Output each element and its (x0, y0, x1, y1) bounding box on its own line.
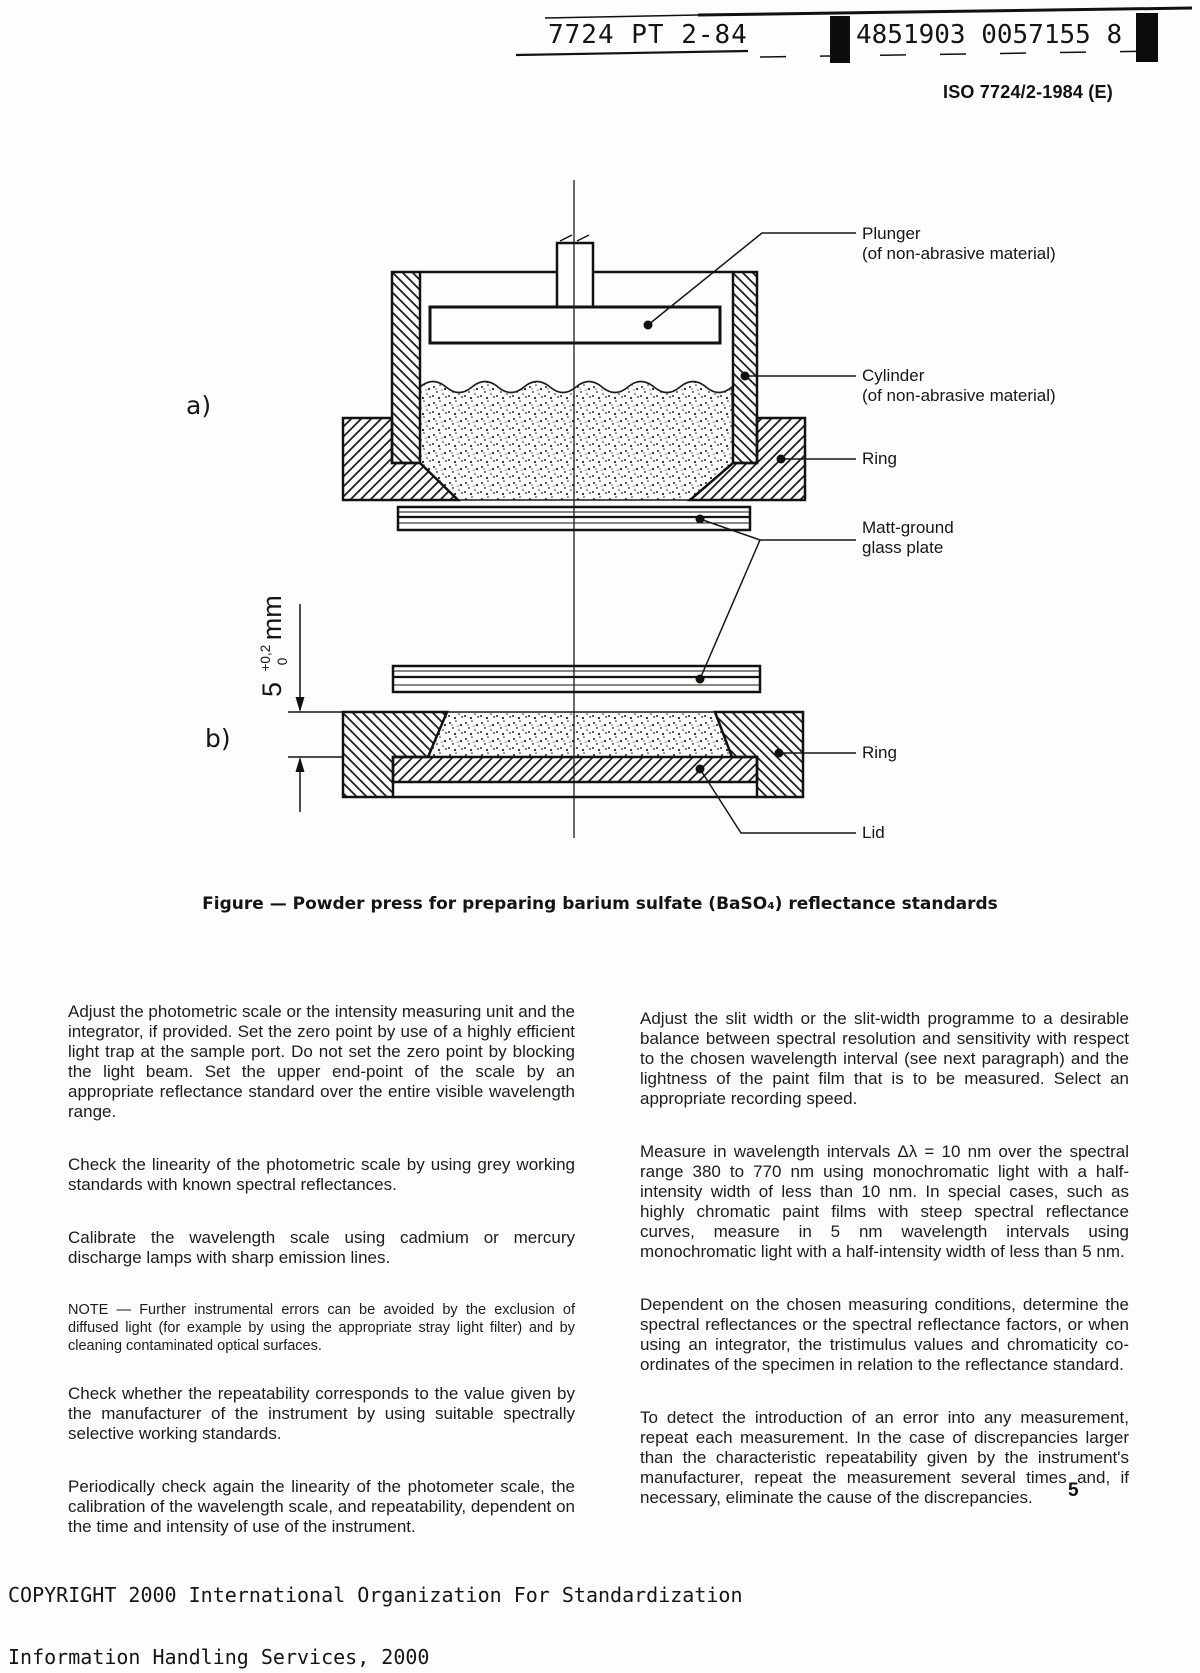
header-standard-ref: ISO 7724/2-1984 (E) (943, 82, 1113, 102)
note-paragraph: NOTE — Further instrumental errors can b… (68, 1302, 575, 1354)
label-plunger-material: (of non-abrasive material) (862, 244, 1056, 263)
figure-caption: Figure — Powder press for preparing bari… (202, 894, 998, 914)
press-view-b (341, 664, 805, 799)
paragraph: Periodically check again the linearity o… (68, 1477, 575, 1536)
dimension-lines (288, 604, 343, 812)
view-a-label: a) (186, 391, 211, 420)
paragraph: Calibrate the wavelength scale using cad… (68, 1228, 575, 1267)
plunger-rod (555, 241, 595, 311)
glass-plate-b (391, 664, 762, 694)
cylinder-wall-left (390, 270, 422, 465)
label-ring-b: Ring (862, 743, 897, 762)
plunger-plate (428, 305, 722, 345)
copyright-line-1: COPYRIGHT 2000 International Organizatio… (8, 1583, 743, 1607)
leader-dots (643, 320, 786, 774)
view-b-label: b) (205, 724, 231, 753)
cylinder-wall-right (731, 270, 759, 465)
footer-page-number: 5 (1068, 1480, 1079, 1501)
scan-mark-right (1136, 13, 1158, 62)
label-glass-plate-1: Matt-ground (862, 518, 954, 537)
header-barcode-number: 4851903 0057155 8 (856, 20, 1123, 50)
dimension-annotation: 5 +0,2 0 mm (246, 595, 293, 697)
paragraph: Adjust the photometric scale or the inte… (68, 1002, 575, 1121)
paragraph: Dependent on the chosen measuring condit… (640, 1295, 1129, 1374)
leader-lines (647, 232, 856, 834)
label-ring-a: Ring (862, 449, 897, 468)
header-doc-code: 7724 PT 2-84 (548, 20, 748, 50)
footer-copyright: COPYRIGHT 2000 International Organizatio… (8, 1580, 743, 1673)
label-plunger: Plunger (862, 224, 921, 243)
copyright-line-2: Information Handling Services, 2000 (8, 1645, 430, 1669)
label-cylinder: Cylinder (862, 366, 925, 385)
ring-a-right (686, 416, 807, 502)
paragraph: Check whether the repeatability correspo… (68, 1384, 575, 1443)
label-lid: Lid (862, 823, 885, 842)
ring-a-left (341, 416, 462, 502)
label-cylinder-material: (of non-abrasive material) (862, 386, 1056, 405)
paragraph: To detect the introduction of an error i… (640, 1408, 1129, 1507)
paragraph: Measure in wavelength intervals Δλ = 10 … (640, 1142, 1129, 1261)
label-glass-plate-2: glass plate (862, 538, 943, 557)
paragraph: Check the linearity of the photometric s… (68, 1155, 575, 1194)
scan-mark-left (830, 16, 850, 63)
body-right-column: Adjust the slit width or the slit-width … (640, 1009, 1129, 1541)
powder-a (419, 380, 734, 501)
powder-b (426, 711, 734, 758)
paragraph: Adjust the slit width or the slit-width … (640, 1009, 1129, 1108)
body-left-column: Adjust the photometric scale or the inte… (68, 1002, 575, 1570)
header-rule-lines (515, 6, 1193, 58)
